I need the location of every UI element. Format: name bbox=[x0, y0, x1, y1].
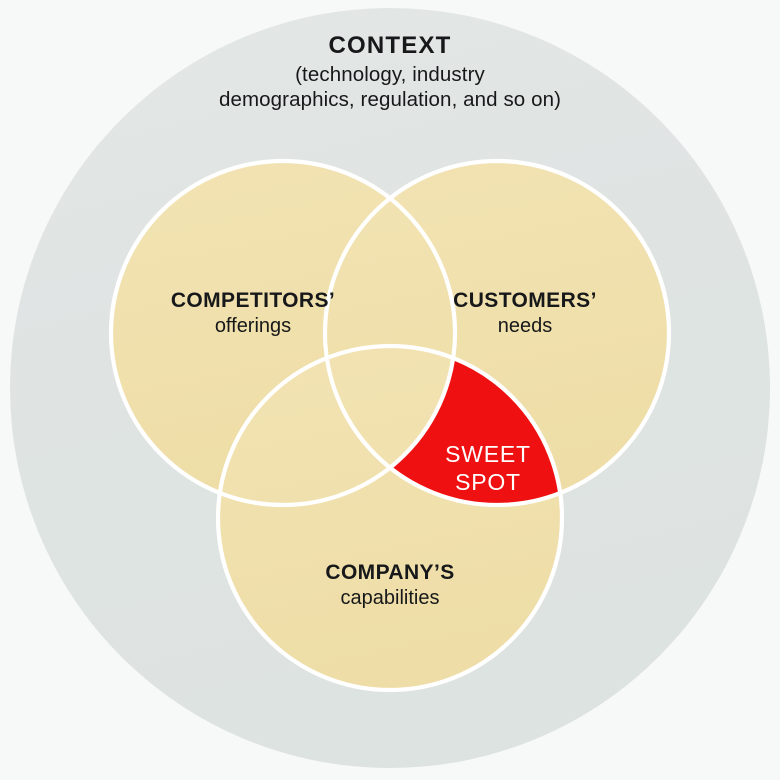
customers-subtext: needs bbox=[497, 314, 553, 337]
context-subtext-line-2: demographics, regulation, and so on) bbox=[218, 88, 562, 112]
competitors-label: COMPETITORS’ offerings bbox=[133, 288, 373, 338]
context-subtext-line-1: (technology, industry bbox=[295, 63, 485, 87]
company-subtext: capabilities bbox=[340, 586, 440, 609]
company-heading: COMPANY’S bbox=[325, 561, 455, 584]
customers-heading: CUSTOMERS’ bbox=[453, 289, 597, 312]
venn-circle-outlines bbox=[108, 158, 672, 693]
context-label: CONTEXT (technology, industry demographi… bbox=[0, 31, 780, 112]
company-outline bbox=[215, 343, 565, 693]
sweet-spot-line-1: SWEET bbox=[445, 441, 531, 467]
competitors-outline bbox=[108, 158, 458, 508]
customers-label: CUSTOMERS’ needs bbox=[405, 288, 645, 338]
competitors-subtext: offerings bbox=[214, 314, 292, 337]
sweet-spot-label: SWEET SPOT bbox=[408, 440, 568, 496]
competitors-heading: COMPETITORS’ bbox=[170, 289, 336, 312]
sweet-spot-line-2: SPOT bbox=[455, 469, 521, 496]
context-heading: CONTEXT bbox=[328, 32, 452, 59]
company-label: COMPANY’S capabilities bbox=[270, 560, 510, 610]
customers-outline bbox=[322, 158, 672, 508]
